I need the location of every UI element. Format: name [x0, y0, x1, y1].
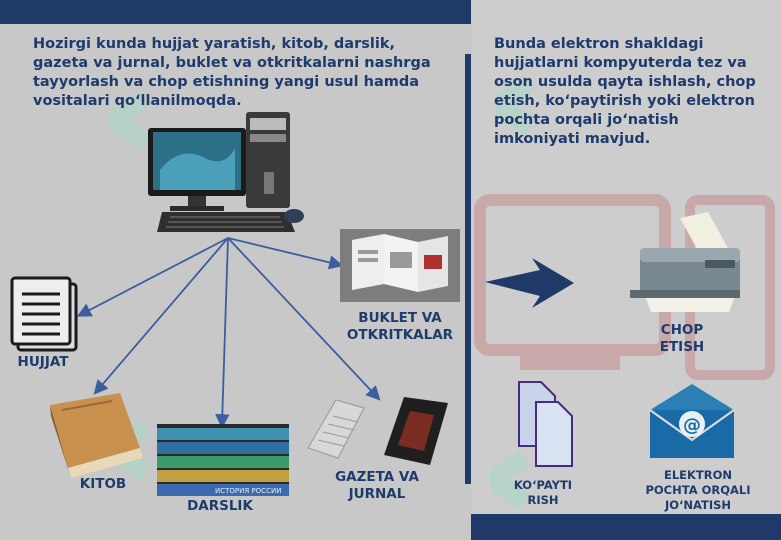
newspaper-icon	[307, 399, 365, 459]
book-icon	[50, 393, 143, 478]
darslik-book-text: ИСТОРИЯ РОССИИ	[215, 487, 281, 495]
label-kopaytirish: KO‘PAYTIRISH	[513, 478, 573, 507]
document-icon	[10, 276, 78, 352]
textbooks-icon: ИСТОРИЯ РОССИИ	[157, 424, 289, 496]
computer-icon	[148, 112, 304, 232]
right-intro-text: Bunda elektron shakldagi hujjatlarni kom…	[494, 36, 756, 147]
svg-text:@: @	[683, 415, 701, 436]
email-icon: @	[649, 384, 735, 458]
label-hujjat: HUJJAT	[17, 354, 69, 370]
top-bar	[0, 0, 471, 24]
label-buklet: BUKLET VA OTKRITKALAR	[346, 310, 454, 343]
arrows-left	[76, 237, 381, 429]
brochure-icon	[340, 229, 460, 302]
label-gazeta: GAZETA VA JURNAL	[335, 469, 419, 502]
left-intro-text: Hozirgi kunda hujjat yaratish, kitob, da…	[33, 36, 431, 109]
journal-icon	[384, 397, 448, 465]
printer-icon	[630, 212, 740, 312]
label-darslik: DARSLIK	[187, 498, 253, 514]
panel-divider	[465, 54, 471, 484]
bottom-bar	[471, 514, 781, 540]
label-chop: CHOP ETISH	[659, 322, 705, 355]
label-pochta: ELEKTRON POCHTA ORQALI JO‘NATISH	[645, 468, 751, 512]
label-kitob: KITOB	[79, 476, 127, 492]
right-arrow-icon	[485, 258, 574, 308]
copy-icon	[518, 381, 573, 467]
